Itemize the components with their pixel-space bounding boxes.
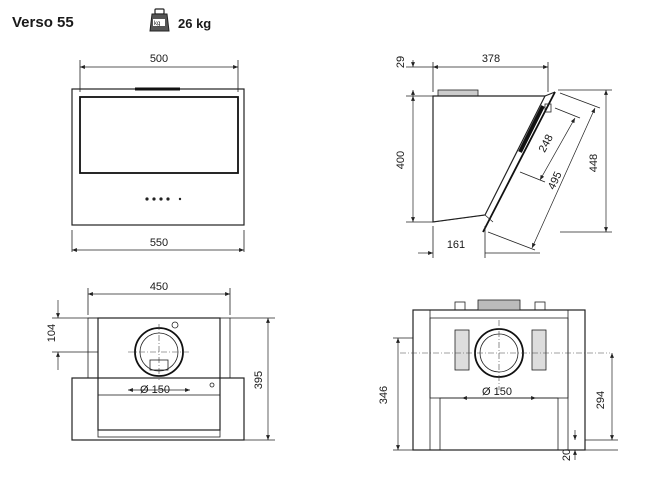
dim-label-448: 448 <box>588 154 600 172</box>
dim-label-346: 346 <box>378 386 390 404</box>
side-body <box>432 95 546 223</box>
product-title: Verso 55 <box>12 14 74 31</box>
dim-label-500: 500 <box>150 53 168 65</box>
dim-label-outlet-left: Ø 150 <box>140 384 170 396</box>
dim-label-248: 248 <box>537 133 556 155</box>
rear-view-left: 450 104 Ø 150 395 <box>46 281 275 441</box>
rear-view-right: Ø 150 346 294 20 <box>378 299 618 461</box>
dim-label-378: 378 <box>482 53 500 65</box>
dim-label-294: 294 <box>595 391 607 409</box>
front-view: 500 550 <box>71 53 245 252</box>
dim-label-161: 161 <box>447 239 465 251</box>
dim-label-20: 20 <box>561 449 573 461</box>
dim-label-400: 400 <box>395 151 407 169</box>
dim-label-395: 395 <box>253 371 265 389</box>
side-glass <box>482 91 556 233</box>
dim-label-495: 495 <box>546 170 565 192</box>
control-buttons <box>145 197 182 201</box>
svg-text:kg: kg <box>154 21 160 27</box>
weight-icon: kg <box>149 8 170 32</box>
side-view: 29 378 400 248 495 448 <box>395 53 612 258</box>
weight-label: 26 kg <box>178 16 212 31</box>
glass-panel <box>79 96 239 174</box>
dim-label-29: 29 <box>395 56 407 68</box>
dim-label-450: 450 <box>150 281 168 293</box>
hood-body <box>71 88 245 226</box>
dim-label-550: 550 <box>150 237 168 249</box>
dim-label-104: 104 <box>46 324 58 342</box>
dim-label-outlet-right: Ø 150 <box>482 386 512 398</box>
